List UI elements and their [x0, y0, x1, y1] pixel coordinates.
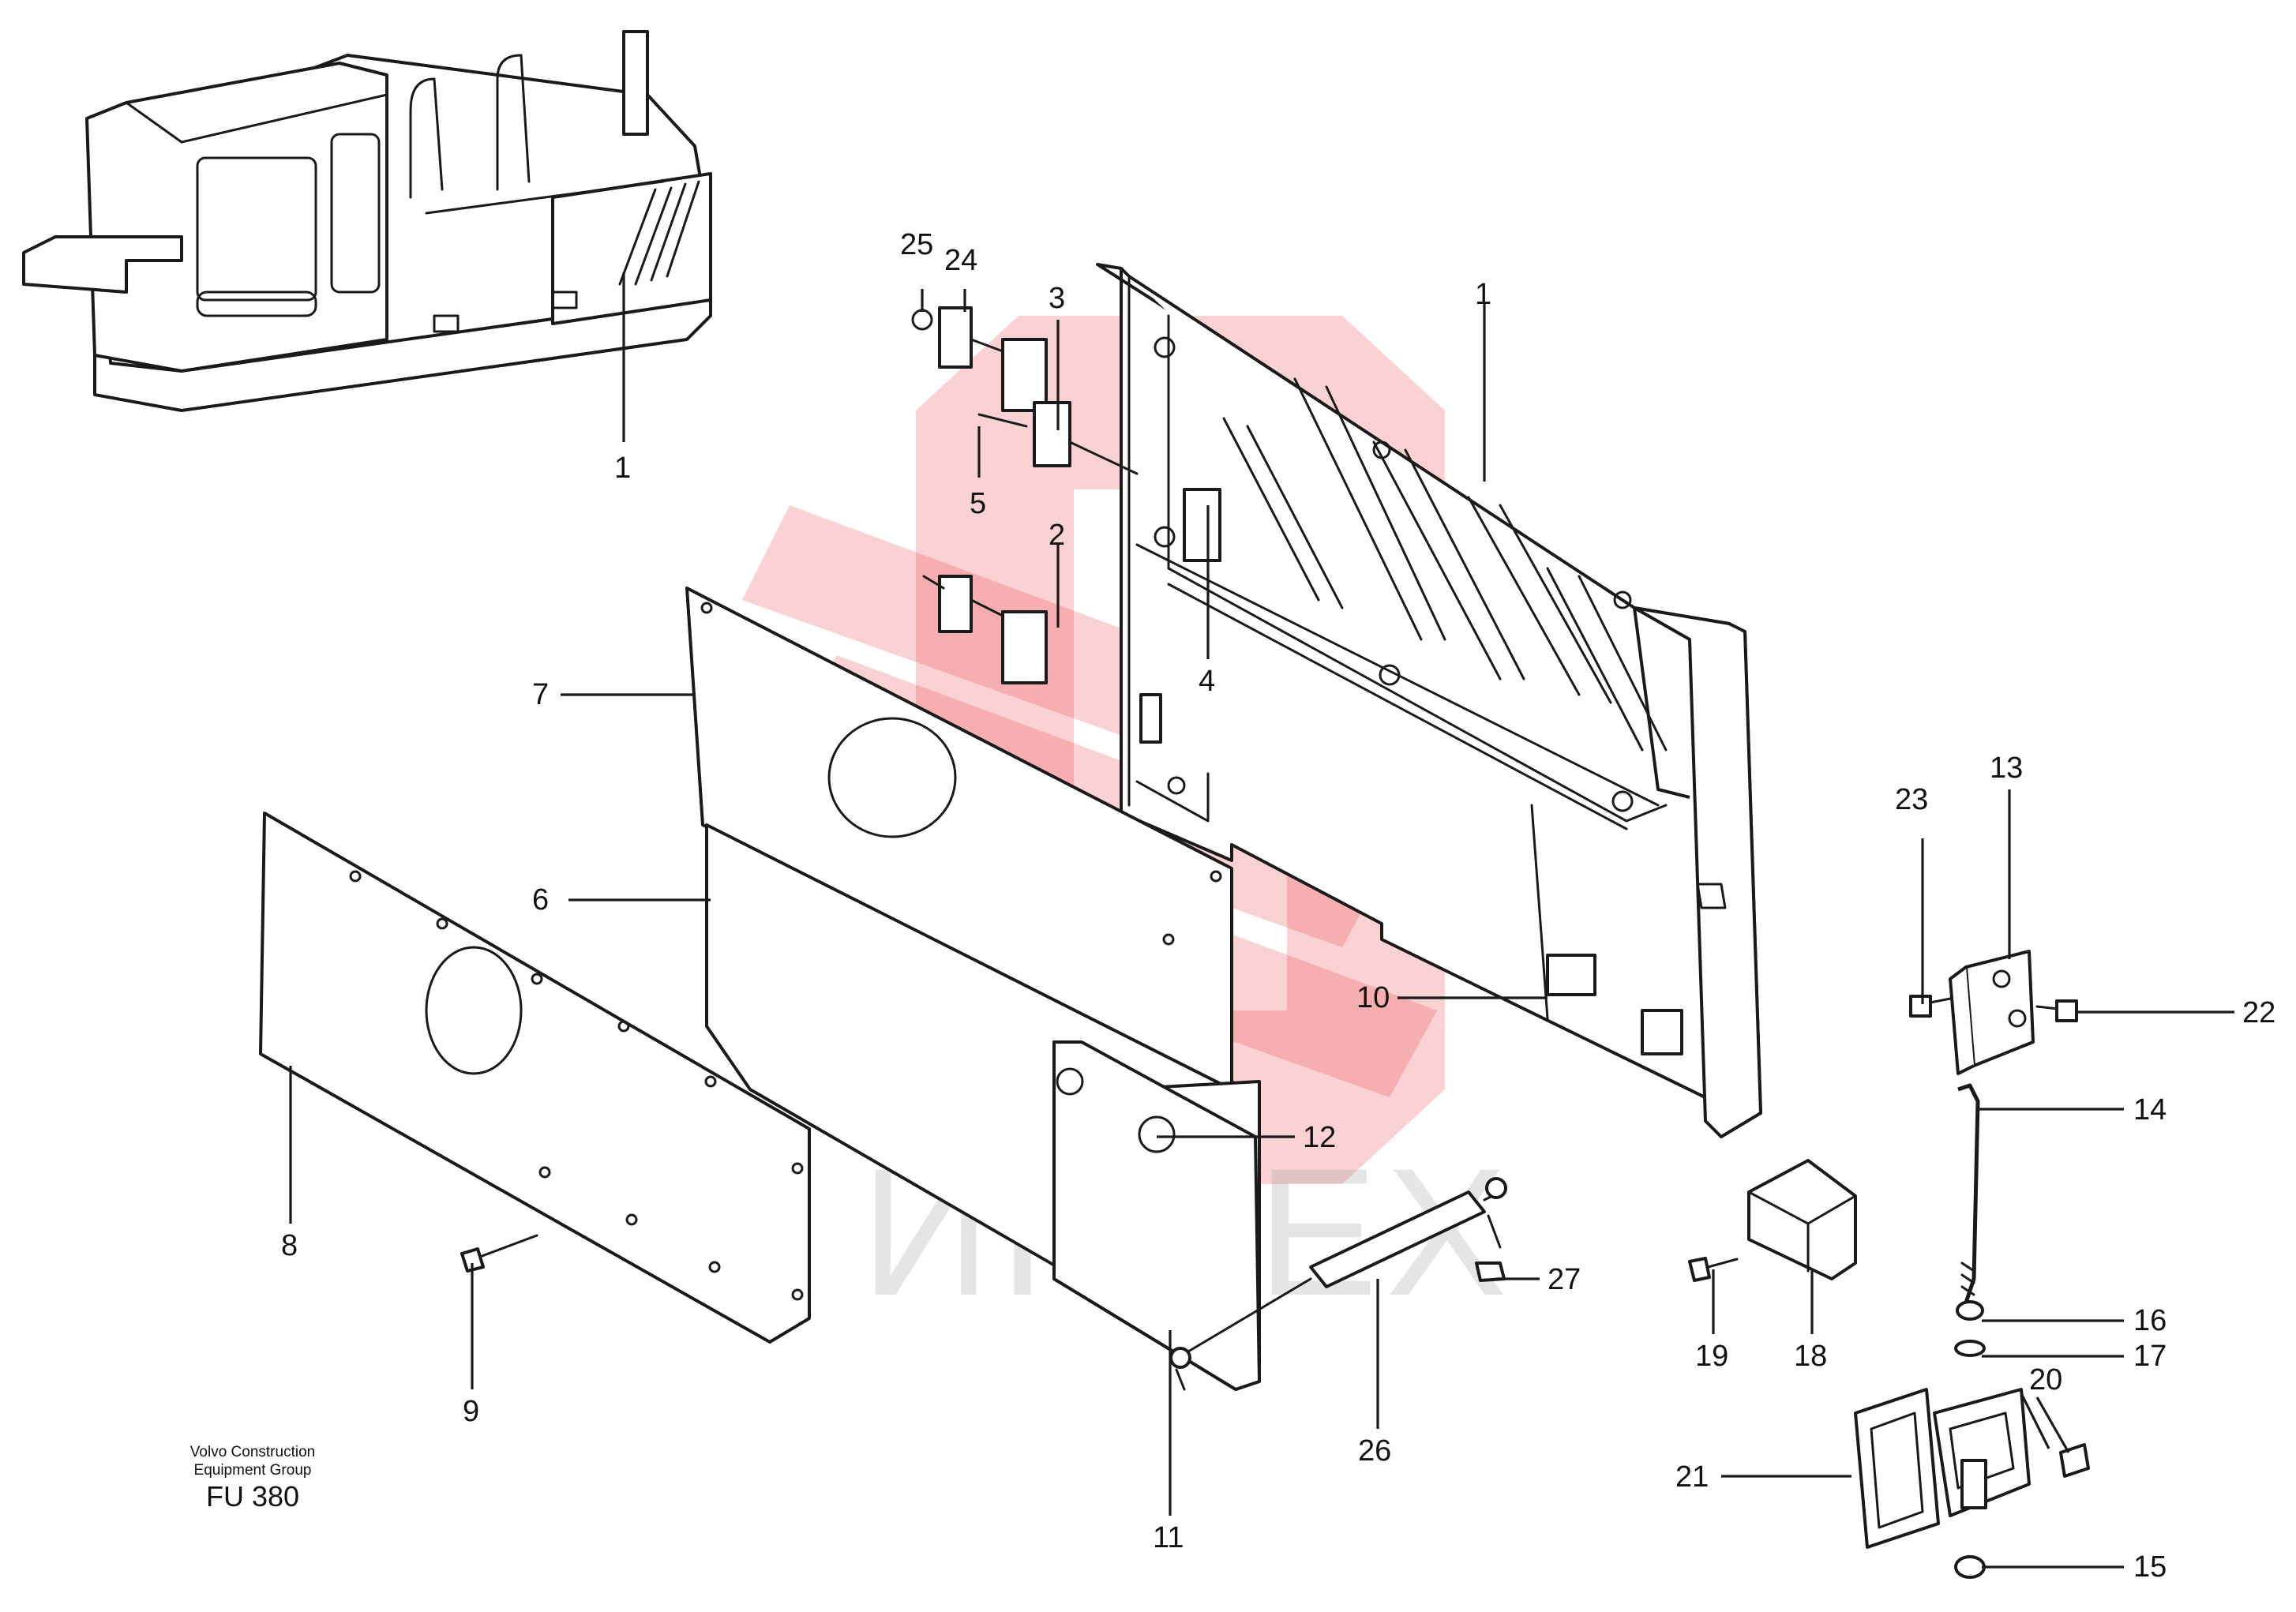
callout-18: 18	[1794, 1340, 1827, 1373]
door-frame	[1096, 263, 1762, 1138]
callout-17: 17	[2133, 1340, 2167, 1373]
panel-11	[1052, 1040, 1261, 1391]
nut-15	[1954, 1555, 1986, 1579]
footer-line-1: Volvo Construction	[190, 1444, 315, 1460]
callout-24: 24	[944, 244, 977, 277]
callout-26: 26	[1358, 1434, 1391, 1468]
latch-assembly	[1909, 950, 2078, 1075]
footer-line-2: Equipment Group	[194, 1462, 312, 1479]
gasket-21	[1854, 1388, 1940, 1549]
callout-16: 16	[2133, 1304, 2167, 1337]
callout-labels: 1 1 2 3 4 5 6 7 8 9 10 11 12 13 14 15 16…	[281, 228, 2275, 1584]
washer-17	[1954, 1340, 1986, 1357]
callout-25: 25	[900, 228, 933, 261]
callout-20: 20	[2029, 1363, 2062, 1396]
callout-21: 21	[1675, 1460, 1709, 1494]
callout-5: 5	[970, 487, 986, 520]
gas-strut-26	[1169, 1177, 1507, 1391]
bolt-9	[460, 1234, 538, 1273]
callout-15: 15	[2133, 1550, 2167, 1584]
callout-14: 14	[2133, 1093, 2167, 1127]
footer-code: FU 380	[206, 1480, 299, 1513]
callout-22: 22	[2242, 996, 2275, 1029]
callout-11: 11	[1153, 1521, 1184, 1554]
callout-6: 6	[532, 883, 549, 917]
leader-lines	[289, 272, 2234, 1569]
callout-13: 13	[1990, 752, 2023, 785]
rod-14	[1957, 1083, 1980, 1303]
callout-1-frame: 1	[1475, 278, 1491, 311]
callout-8: 8	[281, 1229, 298, 1262]
callout-23: 23	[1895, 783, 1928, 816]
callout-2: 2	[1049, 519, 1065, 552]
excavator-overview	[22, 30, 712, 412]
callout-3: 3	[1049, 282, 1065, 315]
callout-10: 10	[1356, 981, 1390, 1014]
hinge-lower	[922, 575, 1048, 684]
hinge-upper	[911, 306, 1221, 562]
callout-4: 4	[1199, 665, 1215, 698]
bracket-18	[1688, 1159, 1857, 1282]
callout-12: 12	[1303, 1121, 1336, 1154]
callout-7: 7	[532, 678, 549, 711]
footer-credit: Volvo Construction Equipment Group FU 38…	[190, 1444, 315, 1513]
callout-9: 9	[463, 1395, 479, 1428]
callout-1-overview: 1	[614, 452, 631, 485]
nut-16	[1956, 1300, 1984, 1321]
handle-20	[1933, 1388, 2090, 1517]
callout-19: 19	[1695, 1340, 1728, 1373]
panel-8	[259, 812, 811, 1344]
callout-27: 27	[1548, 1263, 1581, 1296]
